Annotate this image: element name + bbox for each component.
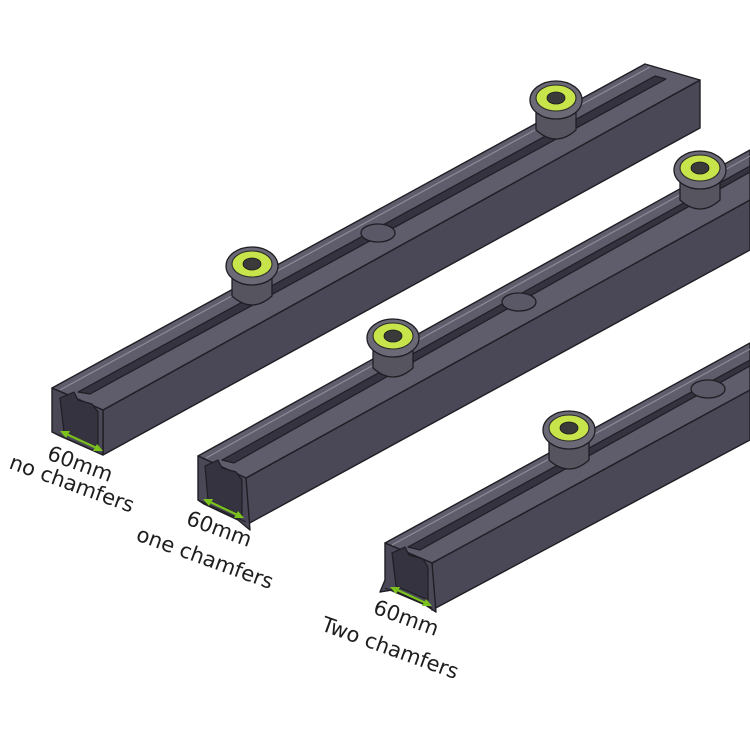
dimension-arrow bbox=[390, 587, 432, 606]
roller bbox=[366, 318, 420, 378]
rail-one-chamfer bbox=[197, 149, 750, 531]
rail-hole bbox=[501, 292, 537, 312]
dimension-arrow bbox=[60, 431, 103, 451]
rail-slot bbox=[221, 165, 750, 464]
rail-hole bbox=[360, 223, 396, 243]
roller bbox=[542, 410, 596, 470]
roller bbox=[673, 150, 727, 210]
rail-hole bbox=[690, 379, 726, 399]
roller bbox=[529, 80, 583, 140]
rail-no-chamfers bbox=[51, 63, 701, 456]
label-group-no-chamfers: 60mm no chamfers bbox=[6, 441, 137, 517]
dimension-arrow bbox=[203, 499, 244, 518]
roller bbox=[225, 246, 279, 306]
rail-two-chamfers bbox=[379, 342, 750, 613]
rail-end-opening bbox=[391, 546, 429, 601]
label-group-two-chamfers: 60mm Two chamfers bbox=[317, 595, 462, 684]
